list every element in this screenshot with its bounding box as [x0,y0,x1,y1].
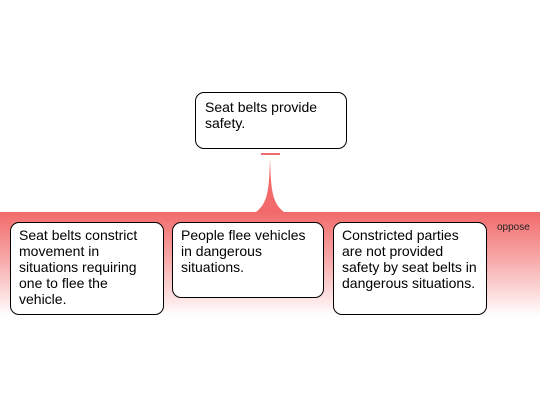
premise-box-1[interactable]: Seat belts constrict movement in situati… [10,222,164,315]
premise-text-2: People flee vehicles in dangerous situat… [181,227,306,275]
oppose-group-label: oppose [497,222,530,233]
premise-box-2[interactable]: People flee vehicles in dangerous situat… [172,222,324,298]
connector-stem [256,158,284,212]
claim-box[interactable]: Seat belts provide safety. [195,92,347,149]
premise-text-3: Constricted parties are not provided saf… [342,227,477,291]
claim-text: Seat belts provide safety. [205,99,318,131]
premise-text-1: Seat belts constrict movement in situati… [19,227,138,307]
premise-box-3[interactable]: Constricted parties are not provided saf… [333,222,487,315]
